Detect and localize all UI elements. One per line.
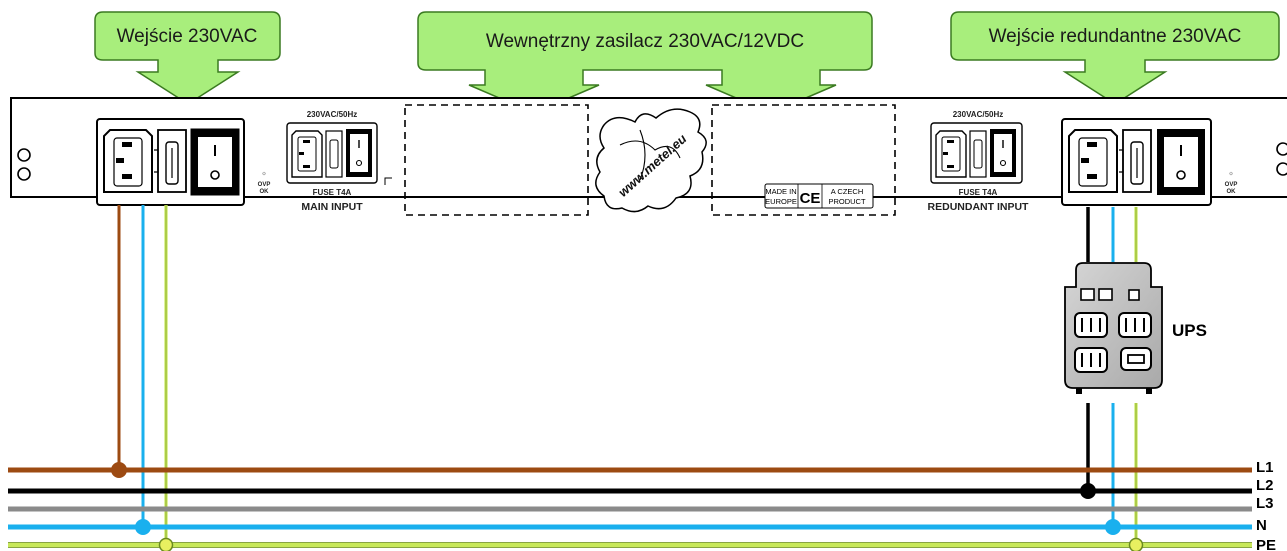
main-input-wires [117, 205, 168, 545]
svg-text:OVP: OVP [1225, 182, 1238, 188]
ups-output-wires [1086, 403, 1138, 545]
main-power-module [96, 118, 245, 206]
junctions [111, 462, 1144, 551]
callout-redundant-input-text: Wejście redundantne 230VAC [989, 26, 1242, 47]
callout-internal-psu: Wewnętrzny zasilacz 230VAC/12VDC [417, 11, 873, 114]
fuse-label-left: FUSE T4A [313, 188, 352, 197]
redundant-input-module: 230VAC/50Hz FUSE T4A REDUNDANT INPUT [928, 110, 1030, 213]
ovp-led-left: ☼ OVP OK [258, 171, 271, 195]
led-icon: ☼ [1228, 171, 1234, 177]
ups-label: UPS [1172, 321, 1207, 340]
bus-label-n: N [1256, 517, 1267, 534]
internal-psu-area-left [404, 104, 589, 216]
junction-l2-ups [1080, 483, 1096, 499]
callout-main-input: Wejście 230VAC [94, 11, 281, 105]
junction-pe-main [158, 537, 174, 551]
redundant-power-module [1061, 118, 1212, 206]
rating-label-left: 230VAC/50Hz [307, 110, 358, 119]
redundant-input-label: REDUNDANT INPUT [928, 201, 1030, 213]
callout-main-input-text: Wejście 230VAC [117, 26, 258, 47]
bus-label-l3: L3 [1256, 495, 1274, 512]
svg-text:MADE IN: MADE IN [765, 187, 796, 196]
internal-psu-area-right [711, 104, 896, 216]
ce-marking: MADE IN EUROPE CE A CZECH PRODUCT [764, 183, 874, 209]
main-input-module: 230VAC/50Hz FUSE T4A MAIN INPUT [286, 110, 392, 213]
rack-panel: ☼ OVP OK 230VAC/50Hz FUSE T4A MAIN INPUT [10, 97, 1287, 216]
puzzle-icon [595, 108, 707, 213]
puzzle-logo: www.metel.eu [595, 108, 707, 213]
main-input-label: MAIN INPUT [301, 201, 363, 213]
svg-text:EUROPE: EUROPE [765, 197, 797, 206]
ce-icon: CE [800, 190, 821, 207]
junction-l1-main [111, 462, 127, 478]
svg-text:A CZECH: A CZECH [831, 187, 864, 196]
junction-n-main [135, 519, 151, 535]
power-bus: L1 L2 L3 N PE [8, 459, 1276, 551]
svg-text:OVP: OVP [258, 182, 271, 188]
callout-redundant-input: Wejście redundantne 230VAC [950, 11, 1280, 105]
bus-label-l1: L1 [1256, 459, 1274, 476]
svg-text:OK: OK [260, 189, 270, 195]
ovp-led-right: ☼ OVP OK [1225, 171, 1238, 195]
svg-text:PRODUCT: PRODUCT [828, 197, 866, 206]
fuse-label-right: FUSE T4A [959, 188, 998, 197]
callout-internal-psu-text: Wewnętrzny zasilacz 230VAC/12VDC [486, 31, 804, 52]
ups-unit: UPS [1064, 262, 1207, 394]
rating-label-right: 230VAC/50Hz [953, 110, 1004, 119]
mount-hole-icon [1276, 162, 1287, 176]
bus-label-pe: PE [1256, 537, 1276, 551]
led-icon: ☼ [261, 171, 267, 177]
svg-text:OK: OK [1227, 189, 1237, 195]
junction-n-ups [1105, 519, 1121, 535]
mount-hole-icon [1276, 142, 1287, 156]
bus-label-l2: L2 [1256, 477, 1274, 494]
mount-hole-icon [17, 167, 31, 181]
junction-pe-ups [1128, 537, 1144, 551]
mount-hole-icon [17, 148, 31, 162]
ups-input-wires [1086, 207, 1138, 262]
